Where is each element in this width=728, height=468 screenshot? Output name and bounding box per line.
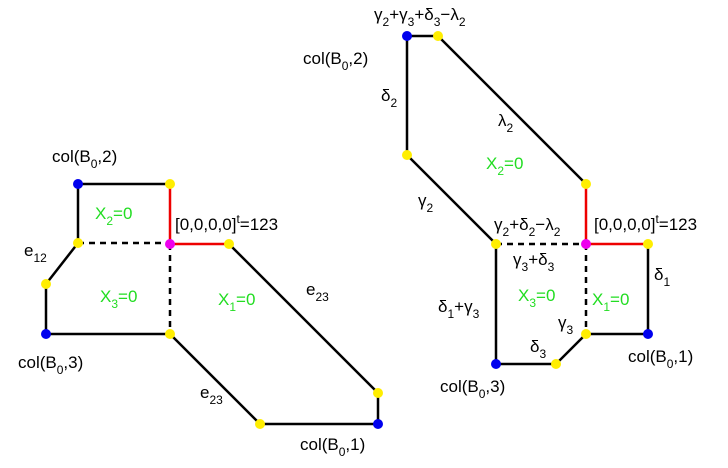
right-vertex <box>581 329 591 339</box>
left-vertex <box>255 419 265 429</box>
left-label-origin: [0,0,0,0]t=123 <box>175 212 278 234</box>
left-label-e12: e12 <box>24 241 47 265</box>
right-label-delta3: δ3 <box>530 337 546 361</box>
right-label-origin: [0,0,0,0]t=123 <box>594 212 697 234</box>
right-vertex-origin <box>581 239 591 249</box>
right-diagram: γ2+γ3+δ3−λ2 col(B0,2) δ2 λ2 X2=0 γ2 γ2+δ… <box>303 5 697 401</box>
right-edge-lambda2 <box>437 35 587 185</box>
right-highlight-edges <box>584 184 648 246</box>
left-highlight-edges <box>168 184 229 246</box>
right-label-col-b0-1: col(B0,1) <box>628 347 693 371</box>
left-vertex-col-b0-2 <box>73 179 83 189</box>
right-label-g3d3: γ3+δ3 <box>513 250 555 274</box>
right-label-x1: X1=0 <box>592 290 629 314</box>
left-vertex <box>165 329 175 339</box>
right-label-col-b0-3: col(B0,3) <box>440 377 505 401</box>
left-edge-e23-bottom <box>169 333 261 425</box>
right-label-x2: X2=0 <box>486 154 523 178</box>
right-label-mid-expr: γ2+δ2−λ2 <box>494 215 561 239</box>
left-vertex-origin <box>165 239 175 249</box>
right-label-d1g3: δ1+γ3 <box>438 297 480 321</box>
right-vertex-col-b0-1 <box>643 329 653 339</box>
right-vertex <box>402 150 412 160</box>
right-vertex-col-b0-2 <box>402 31 412 41</box>
right-vertex-col-b0-3 <box>491 359 501 369</box>
left-vertex <box>73 238 83 248</box>
right-label-lambda2: λ2 <box>498 111 514 135</box>
right-vertex <box>643 239 653 249</box>
left-vertex-col-b0-1 <box>373 419 383 429</box>
left-edge-e23-top <box>228 243 379 394</box>
right-edges <box>405 34 650 366</box>
left-label-x1: X1=0 <box>218 290 255 314</box>
right-vertex <box>581 179 591 189</box>
left-label-col-b0-3: col(B0,3) <box>18 353 83 377</box>
left-label-col-b0-1: col(B0,1) <box>300 435 365 459</box>
right-label-delta2: δ2 <box>381 86 397 110</box>
left-label-x3: X3=0 <box>100 287 137 311</box>
left-vertex <box>165 179 175 189</box>
right-edge-gamma3 <box>555 333 587 365</box>
right-edge-gamma2 <box>406 154 497 245</box>
right-label-col-b0-2: col(B0,2) <box>303 49 368 73</box>
left-label-x2: X2=0 <box>95 204 132 228</box>
left-vertex <box>41 279 51 289</box>
left-edge-e12 <box>45 242 79 285</box>
right-dashed-edges <box>496 242 588 334</box>
right-label-gamma2: γ2 <box>418 191 434 215</box>
left-label-e23-bottom: e23 <box>200 383 223 407</box>
right-vertex <box>551 359 561 369</box>
right-label-delta1: δ1 <box>654 265 670 289</box>
left-vertex <box>224 239 234 249</box>
right-label-top-expr: γ2+γ3+δ3−λ2 <box>374 5 466 29</box>
left-dashed-edges <box>78 241 172 334</box>
left-label-e23-top: e23 <box>306 280 329 304</box>
left-label-col-b0-2: col(B0,2) <box>52 147 117 171</box>
right-vertex <box>433 31 443 41</box>
right-label-x3: X3=0 <box>518 286 555 310</box>
left-vertex <box>373 388 383 398</box>
left-vertex-col-b0-3 <box>41 329 51 339</box>
right-vertex <box>491 239 501 249</box>
right-label-gamma3: γ3 <box>558 313 574 337</box>
left-diagram: col(B0,2) X2=0 [0,0,0,0]t=123 e12 X3=0 X… <box>18 147 383 459</box>
left-edges <box>44 182 380 426</box>
